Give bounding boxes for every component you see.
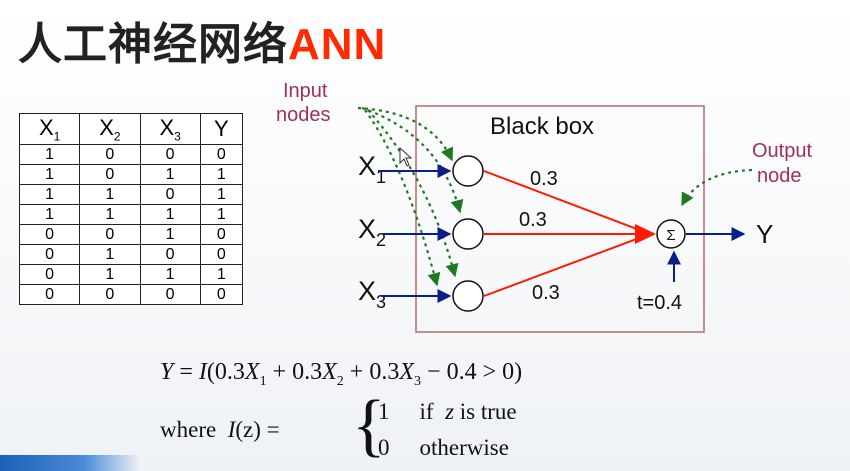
weight-label-2: 0.3 (519, 209, 547, 231)
sum-symbol: Σ (666, 227, 675, 244)
formula-func: I (198, 359, 207, 385)
input-node-1 (452, 155, 484, 187)
weight-label-3: 0.3 (532, 282, 560, 304)
table-cell: 0 (199, 284, 244, 305)
formula-sub-2: 2 (336, 373, 344, 389)
truth-table-header-2: X3 (139, 113, 201, 145)
input-node-pointers (357, 106, 464, 287)
pointer-to-node-3a (364, 109, 441, 287)
formula-minus: − (427, 359, 441, 385)
activation-formula: Y = I(0.3X1 + 0.3X2 + 0.3X3 − 0.4 > 0) (160, 359, 760, 390)
page-title: 人工神经网络ANN (18, 8, 386, 70)
formula-var-2: X (322, 359, 337, 385)
output-node-pointer (681, 168, 753, 207)
output-node-label-line1: Output (752, 140, 812, 162)
truth-table-header-0: X1 (18, 113, 81, 145)
title-chinese: 人工神经网络 (18, 19, 288, 70)
output-node (656, 219, 686, 249)
where-func: I (227, 417, 236, 442)
formula-sub-3: 3 (414, 373, 422, 389)
where-brace: { (352, 387, 386, 464)
slide-accent-bar (0, 455, 140, 471)
formula-gt: > (482, 359, 497, 385)
formula-var-1: X (244, 359, 260, 385)
black-box-label: Black box (490, 113, 594, 140)
pointer-to-node-1 (357, 106, 454, 162)
input-x1-label: X1 (358, 151, 386, 187)
table-cell: 0 (18, 284, 81, 305)
title-english: ANN (288, 20, 387, 69)
formula-coef-2: 0.3 (292, 359, 323, 385)
input-x2-label: X2 (358, 214, 386, 250)
pointer-to-node-3b (367, 109, 459, 278)
input-x3-label: X3 (358, 276, 386, 312)
formula-zero: 0 (502, 359, 515, 385)
output-node-label-line2: node (757, 165, 802, 187)
formula-sub-1: 1 (259, 373, 267, 389)
formula-close: ) (514, 359, 523, 385)
threshold-label: t=0.4 (637, 292, 682, 314)
input-node-3 (452, 280, 484, 312)
formula-open: ( (206, 359, 215, 385)
formula-lhs: Y (160, 359, 174, 385)
formula-plus-1: + (272, 359, 287, 385)
weight-edge-3 (483, 233, 651, 297)
weight-label-1: 0.3 (530, 168, 558, 190)
pointer-to-node-2 (361, 106, 464, 214)
weight-arrowhead (635, 224, 656, 244)
formula-var-3: X (399, 359, 415, 385)
output-y-label: Y (756, 219, 773, 249)
formula-threshold: 0.4 (446, 359, 477, 385)
mouse-cursor-icon (399, 146, 413, 167)
input-node-2 (452, 218, 484, 250)
input-nodes-label-line2: nodes (276, 104, 331, 126)
table-cell: 0 (79, 284, 141, 305)
weight-edge-1 (483, 170, 651, 235)
where-arg: (z) (235, 417, 261, 442)
formula-coef-1: 0.3 (214, 359, 245, 385)
formula-plus-2: + (349, 359, 364, 385)
where-word: where (160, 417, 217, 442)
formula-eq: = (179, 359, 193, 385)
where-lhs: where I(z) = (160, 417, 280, 443)
input-nodes-label-line1: Input (283, 80, 328, 102)
formula-coef-3: 0.3 (369, 359, 400, 385)
where-eq: = (266, 417, 280, 442)
truth-table-header-1: X2 (79, 113, 141, 145)
